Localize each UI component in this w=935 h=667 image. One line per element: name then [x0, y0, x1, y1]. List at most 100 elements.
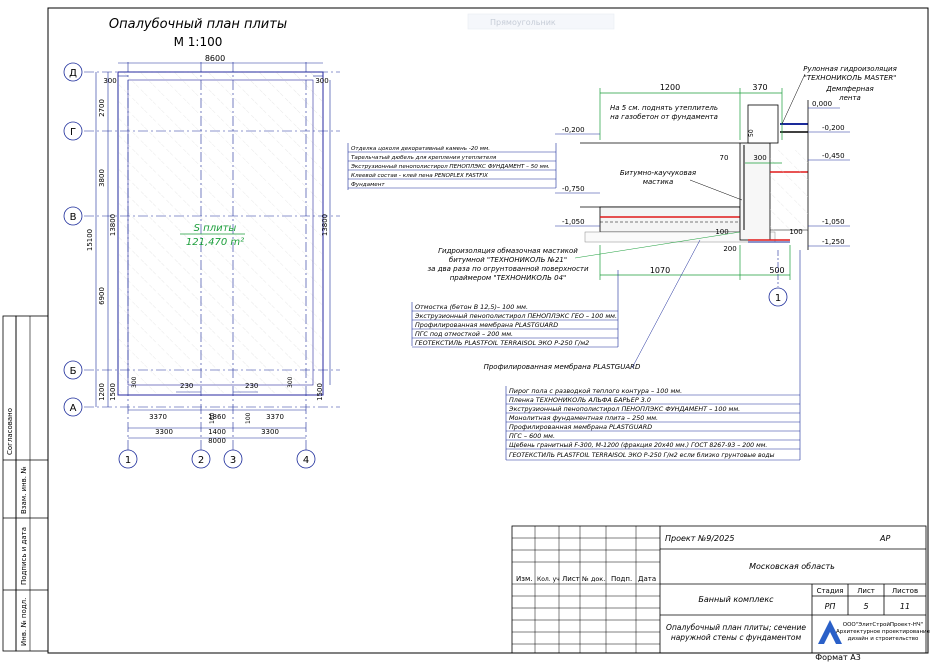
dim-top-right-offset: 300: [315, 77, 328, 85]
note-bitumen-line1: Битумно-каучуковая: [620, 169, 696, 177]
dim-top-total: 8600: [205, 54, 225, 63]
axis-col-3: 3: [230, 455, 236, 466]
dim-left-1200: 1200: [98, 383, 106, 401]
slab-outline: [117, 71, 324, 396]
tb-sheet-label: Лист: [857, 587, 875, 595]
tb-header-sign: Подп.: [611, 575, 632, 583]
section-axis-1: 1: [775, 293, 781, 304]
elev-right-1: -0,200: [822, 124, 845, 132]
stamp-approved: Согласовано: [6, 408, 14, 455]
tb-sheet-title-2: наружной стены с фундаментом: [671, 633, 802, 642]
wall-section: 1200 370 300 70 50 100 100 200 1070 500 …: [347, 65, 897, 461]
elev-right-2: -0,450: [822, 152, 845, 160]
tb-region: Московская область: [749, 562, 835, 571]
inner-230-a: 230: [180, 382, 193, 390]
legend-floor-6: ПГС – 600 мм.: [509, 432, 555, 440]
legend-wall-3: Экструзионный пенополистирол ПЕНОПЛЭКС Ф…: [350, 164, 550, 170]
elev-left-2: -0,750: [562, 185, 585, 193]
ghost-tooltip: Прямоугольник: [467, 13, 615, 30]
dim-bottom-3300-a: 3300: [155, 428, 173, 436]
axis-row-b: Б: [70, 366, 77, 377]
tb-company-3: дизайн и строительство: [848, 635, 919, 642]
tb-sheets: 11: [900, 602, 910, 611]
legend-wall-2: Тарельчатый дюбель для крепления утеплит…: [351, 155, 497, 161]
dim-right-1500: 1500: [316, 383, 324, 401]
tb-stage: РП: [825, 602, 836, 611]
tb-code: АР: [879, 534, 890, 543]
note-waterproof-line1: Гидроизоляция обмазочная мастикой: [438, 247, 578, 255]
dim-left-inner: 13800: [109, 214, 117, 236]
plan-title: Опалубочный план плиты: [109, 17, 287, 32]
note-rolled-line2: "ТЕХНОНИКОЛЬ MASTER": [804, 74, 897, 82]
tb-header-date: Дата: [638, 575, 656, 583]
dim-bottom-total: 8000: [208, 437, 226, 445]
legend-blind-1: Отмостка (бетон В 12,5)– 100 мм.: [415, 303, 528, 311]
dim-bottom-1400: 1400: [208, 428, 226, 436]
elev-right-3: -1,050: [822, 218, 845, 226]
axis-col-4: 4: [303, 455, 309, 466]
legend-floor-7: Щебень гранитный F-300, M-1200 (фракция …: [509, 441, 767, 449]
title-block-text: Изм. Кол. уч Лист № док. Подп. Дата Прое…: [516, 534, 931, 662]
note-raise-line2: на газобетон от фундамента: [610, 113, 718, 121]
plan-scale: М 1:100: [174, 35, 223, 49]
legend-blind-4: ПГС под отмосткой – 200 мм.: [415, 330, 513, 338]
tb-company-1: ООО"ЭлитСтройПроект-НЧ": [843, 621, 923, 628]
dim-bottom-1860: 1860: [208, 413, 226, 421]
stamp-sign-date: Подпись и дата: [20, 527, 28, 585]
axis-col-2: 2: [198, 455, 204, 466]
tb-sheets-label: Листов: [892, 587, 918, 595]
dim-left-6900: 6900: [98, 287, 106, 305]
legend-wall-4: Клеевой состав - клей пена PENOPLEX FAST…: [351, 173, 488, 179]
tb-project: Проект №9/2025: [665, 534, 734, 543]
dim-1200: 1200: [660, 83, 680, 92]
tb-company-2: Архитектурное проектирование: [836, 629, 931, 635]
ghost-tooltip-text: Прямоугольник: [490, 18, 556, 27]
dim-left-1500: 1500: [109, 383, 117, 401]
inner-100-b: 100: [245, 412, 252, 424]
area-label: S плиты: [194, 223, 237, 234]
tb-format: Формат А3: [815, 653, 861, 662]
legend-blind-5: ГЕОТЕКСТИЛЬ PLASTFOIL TERRAISOL ЭКО Р-25…: [415, 339, 589, 347]
dim-right-total: 13800: [321, 214, 329, 236]
inner-100-a: 100: [209, 412, 216, 424]
axis-row-v: В: [70, 212, 77, 223]
axis-col-1: 1: [125, 455, 131, 466]
note-bitumen-line2: мастика: [643, 178, 674, 186]
note-membrane: Профилированная мембрана PLASTGUARD: [484, 363, 641, 371]
legend-floor-4: Монолитная фундаментная плита – 250 мм.: [509, 414, 658, 422]
note-raise-line1: На 5 см. поднять утеплитель: [610, 104, 718, 112]
legend-wall: Отделка цоколя декоративный камень -20 м…: [347, 143, 557, 190]
legend-floor-3: Экструзионный пенополистирол ПЕНОПЛЭКС Ф…: [508, 405, 740, 413]
legend-wall-1: Отделка цоколя декоративный камень -20 м…: [351, 146, 490, 152]
inner-230-b: 230: [245, 382, 258, 390]
note-waterproof-line4: праймером "ТЕХНОНИКОЛЬ 04": [450, 274, 567, 282]
inner-300-a: 300: [131, 376, 138, 388]
legend-blind-area: Отмостка (бетон В 12,5)– 100 мм. Экструз…: [411, 270, 619, 348]
dim-1070: 1070: [650, 266, 670, 275]
tb-stage-label: Стадия: [817, 587, 844, 595]
side-stamp: Согласовано Взам. инв. № Подпись и дата …: [2, 315, 49, 652]
title-block: [511, 525, 927, 654]
tb-header-list: Лист: [562, 575, 580, 583]
legend-floor-5: Профилированная мембрана PLASTGUARD: [509, 423, 652, 431]
dim-100-a: 100: [715, 228, 728, 236]
dim-bottom-3370-b: 3370: [266, 413, 284, 421]
dim-bottom-3370-a: 3370: [149, 413, 167, 421]
legend-floor: Пирог пола с разводкой теплого контура –…: [505, 250, 801, 461]
dim-left-total: 15100: [86, 229, 94, 251]
company-logo: [818, 620, 842, 644]
axis-row-a: А: [70, 403, 77, 414]
dim-left-2700: 2700: [98, 99, 106, 117]
tb-sheet-title-1: Опалубочный план плиты; сечение: [666, 623, 806, 632]
note-waterproof-line3: за два раза по огрунтованной поверхности: [427, 265, 589, 273]
elev-left-3: -1,050: [562, 218, 585, 226]
dim-bottom-3300-b: 3300: [261, 428, 279, 436]
slab-plan: Опалубочный план плиты М 1:100: [63, 17, 340, 469]
tb-sheet: 5: [863, 602, 868, 611]
note-waterproof-line2: битумной "ТЕХНОНИКОЛЬ №21": [449, 256, 567, 264]
axis-row-d: Д: [69, 68, 77, 79]
tb-header-izm: Изм.: [516, 575, 532, 583]
dim-70: 70: [720, 154, 729, 162]
